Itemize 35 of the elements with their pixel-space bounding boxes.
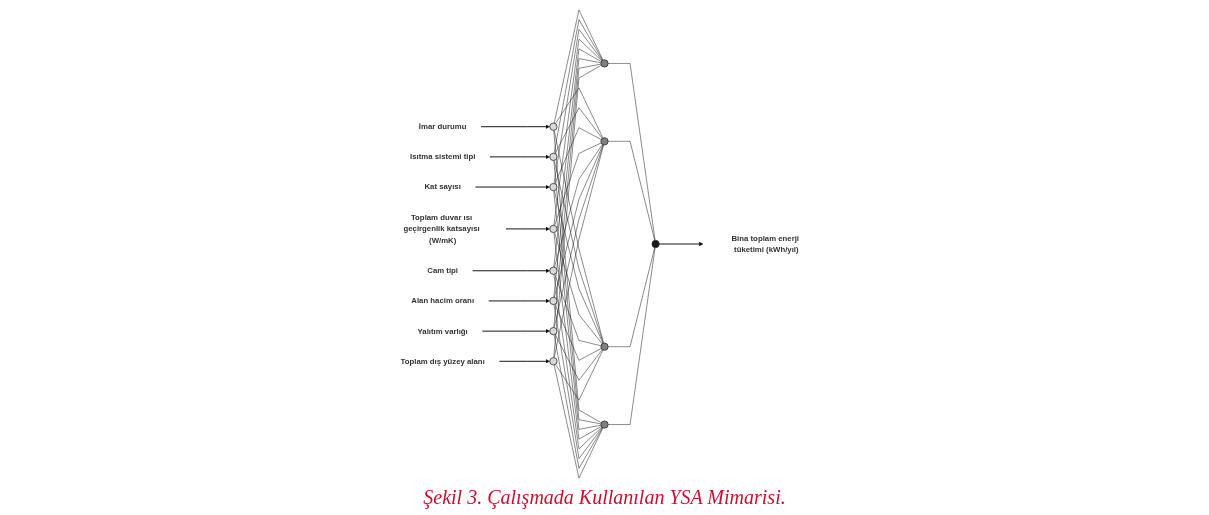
node-circle: [600, 59, 609, 68]
node-circle: [549, 122, 558, 131]
connector: [554, 304, 602, 361]
connector: [607, 141, 655, 241]
node-circle: [651, 240, 660, 248]
connector: [607, 247, 656, 425]
figure-caption: Şekil 3. Çalışmada Kullanılan YSA Mimarisi.: [423, 486, 786, 509]
node-circle: [549, 296, 558, 305]
connector: [553, 19, 603, 154]
connector: [553, 334, 603, 469]
node-circle: [549, 327, 558, 336]
connector: [553, 9, 604, 124]
node-circle: [549, 224, 558, 233]
connector: [607, 247, 655, 347]
connector: [554, 190, 604, 344]
connector: [553, 364, 604, 479]
connector: [553, 274, 603, 450]
node-circle: [600, 420, 609, 429]
connector: [554, 127, 602, 184]
connector: [554, 144, 604, 298]
connector: [553, 48, 602, 268]
node-circle: [549, 183, 558, 192]
connector: [554, 144, 603, 268]
connector: [553, 29, 603, 184]
connector: [553, 232, 602, 440]
connector: [607, 63, 656, 241]
node-circle: [549, 152, 558, 161]
connector: [554, 142, 602, 226]
node-circle: [600, 342, 609, 351]
node-circle: [549, 357, 558, 366]
connector: [554, 232, 603, 345]
node-circle: [600, 137, 609, 146]
connector: [553, 38, 603, 226]
node-circle: [549, 266, 558, 275]
connector: [553, 304, 603, 459]
